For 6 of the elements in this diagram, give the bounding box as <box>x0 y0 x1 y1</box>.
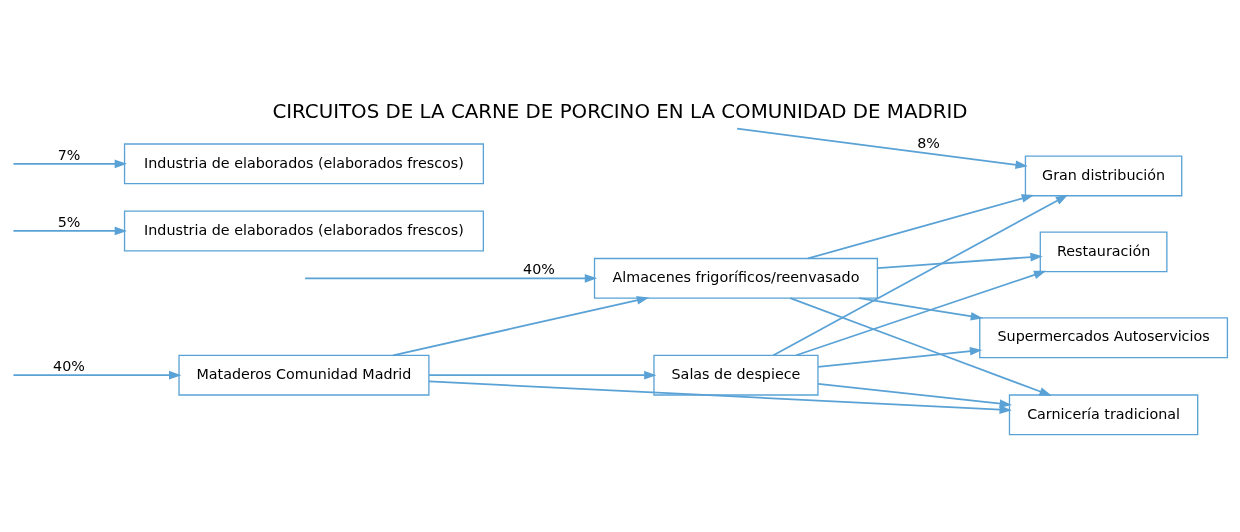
edge-label: 40% <box>53 358 85 375</box>
diagram-title: CIRCUITOS DE LA CARNE DE PORCINO EN LA COMUNIDAD DE MADRID <box>272 99 968 123</box>
edge-label: 8% <box>917 134 940 151</box>
edge-label: 5% <box>57 214 81 231</box>
edge-label: 40% <box>523 261 555 278</box>
edge-label: 7% <box>57 146 81 163</box>
